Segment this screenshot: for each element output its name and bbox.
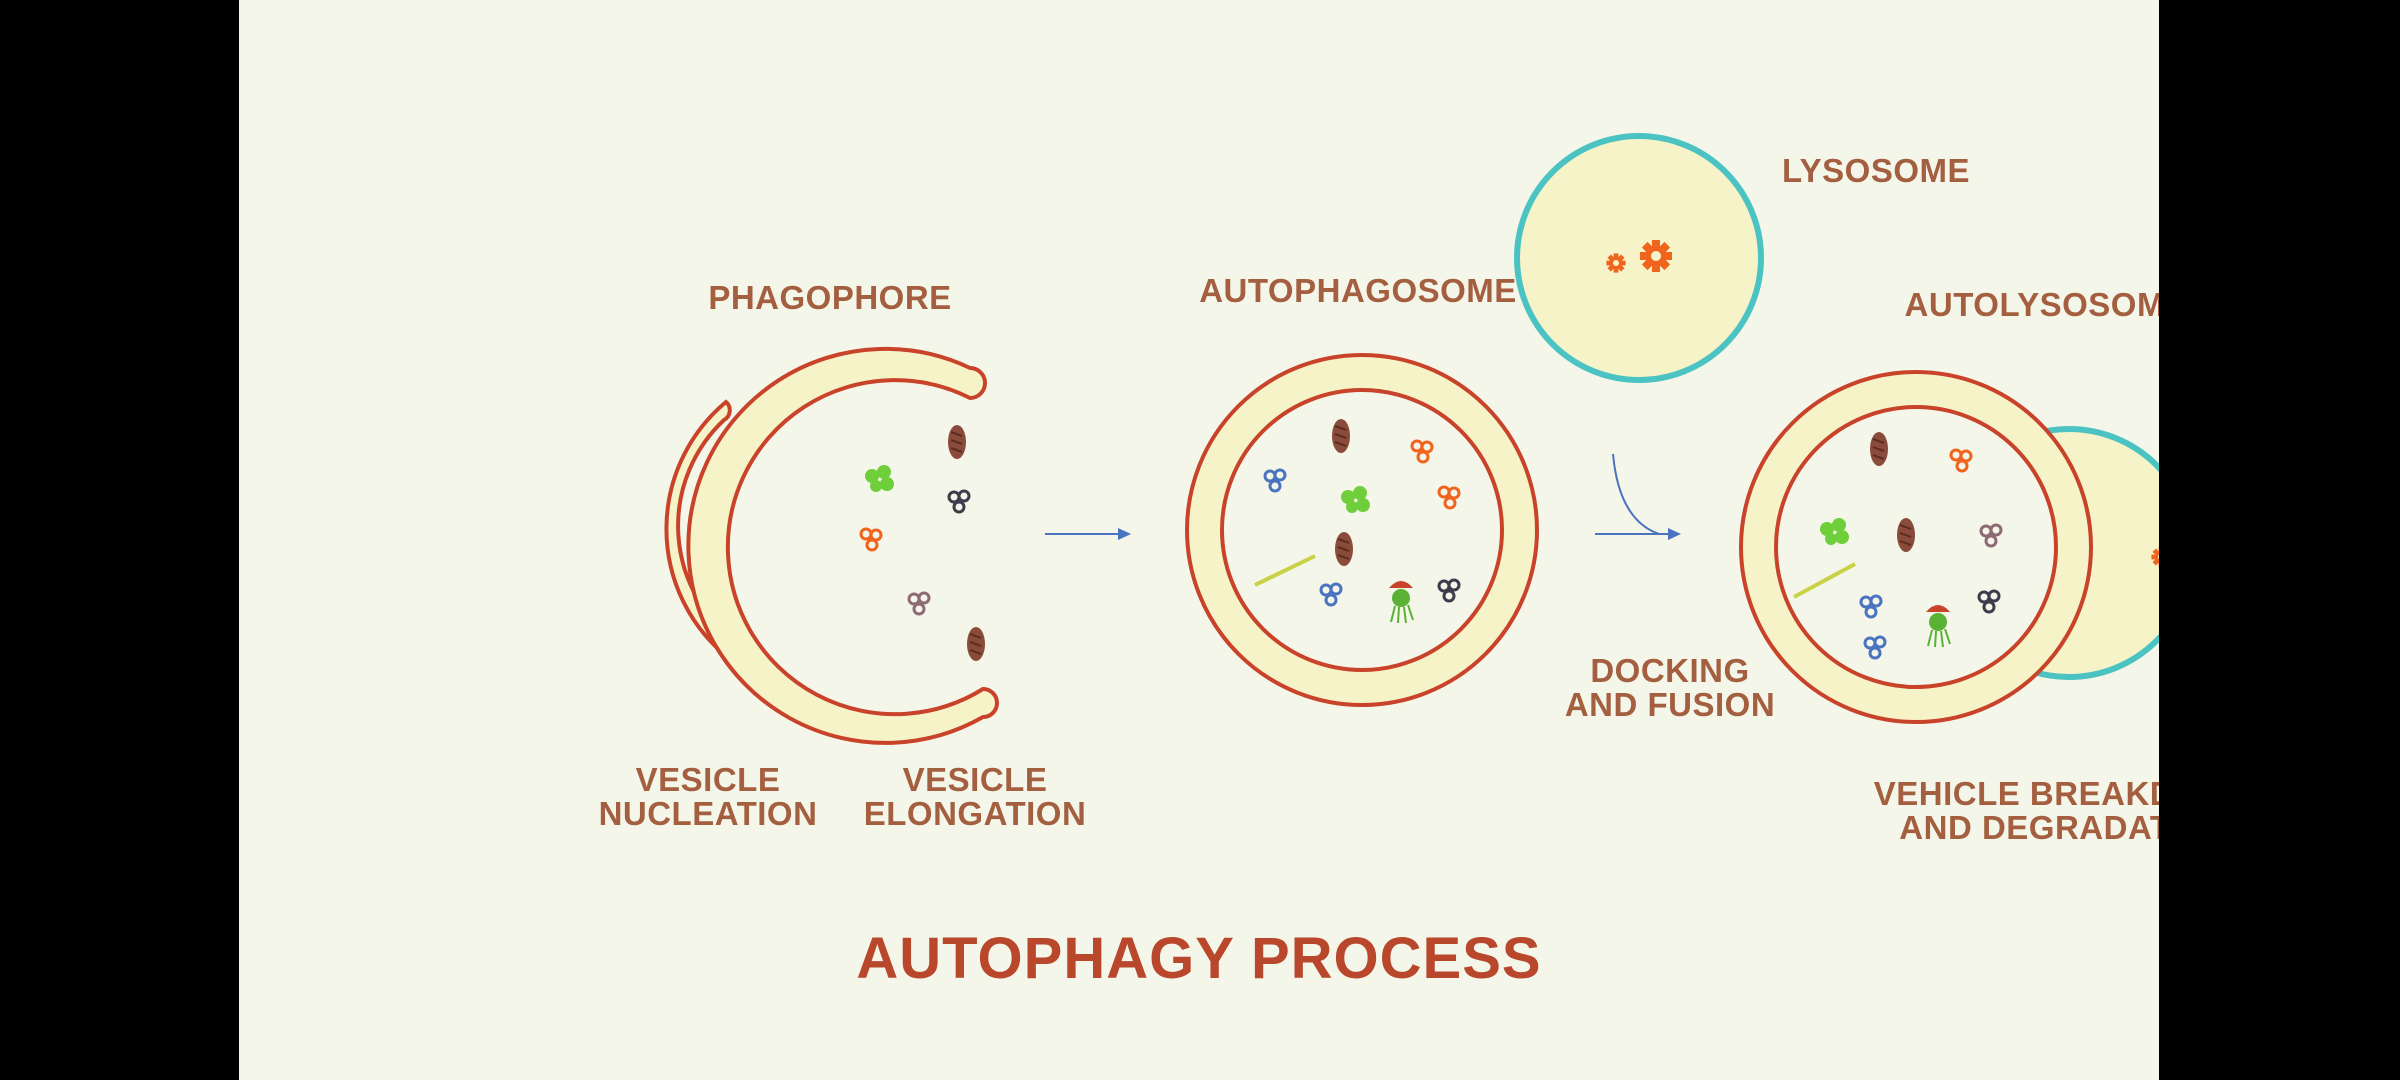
arrow-1	[1045, 528, 1131, 540]
label-autophagosome: AUTOPHAGOSOME	[1199, 272, 1517, 309]
elongation-cargo	[859, 424, 986, 662]
autophagosome	[1185, 353, 1539, 707]
label-breakdown: VEHICLE BREAKDOWN AND DEGRADATION	[1873, 775, 2159, 846]
autolysosome	[1739, 370, 2159, 724]
label-vesicle-nucleation: VESICLE NUCLEATION	[598, 761, 818, 832]
label-vesicle-elongation: VESICLE ELONGATION	[863, 761, 1087, 832]
label-docking-fusion: DOCKING AND FUSION	[1564, 652, 1776, 723]
arrow-2	[1595, 453, 1681, 540]
lysosome	[1514, 133, 1764, 383]
elongation-cup	[686, 346, 999, 745]
diagram-title: AUTOPHAGY PROCESS	[856, 926, 1542, 991]
label-phagophore: PHAGOPHORE	[708, 279, 952, 316]
autophagy-diagram	[664, 133, 2159, 745]
label-lysosome: LYSOSOME	[1782, 152, 1970, 189]
label-autolysosome: AUTOLYSOSOME	[1904, 286, 2159, 323]
diagram-canvas: PHAGOPHORE AUTOPHAGOSOME LYSOSOME AUTOLY…	[239, 0, 2159, 1080]
